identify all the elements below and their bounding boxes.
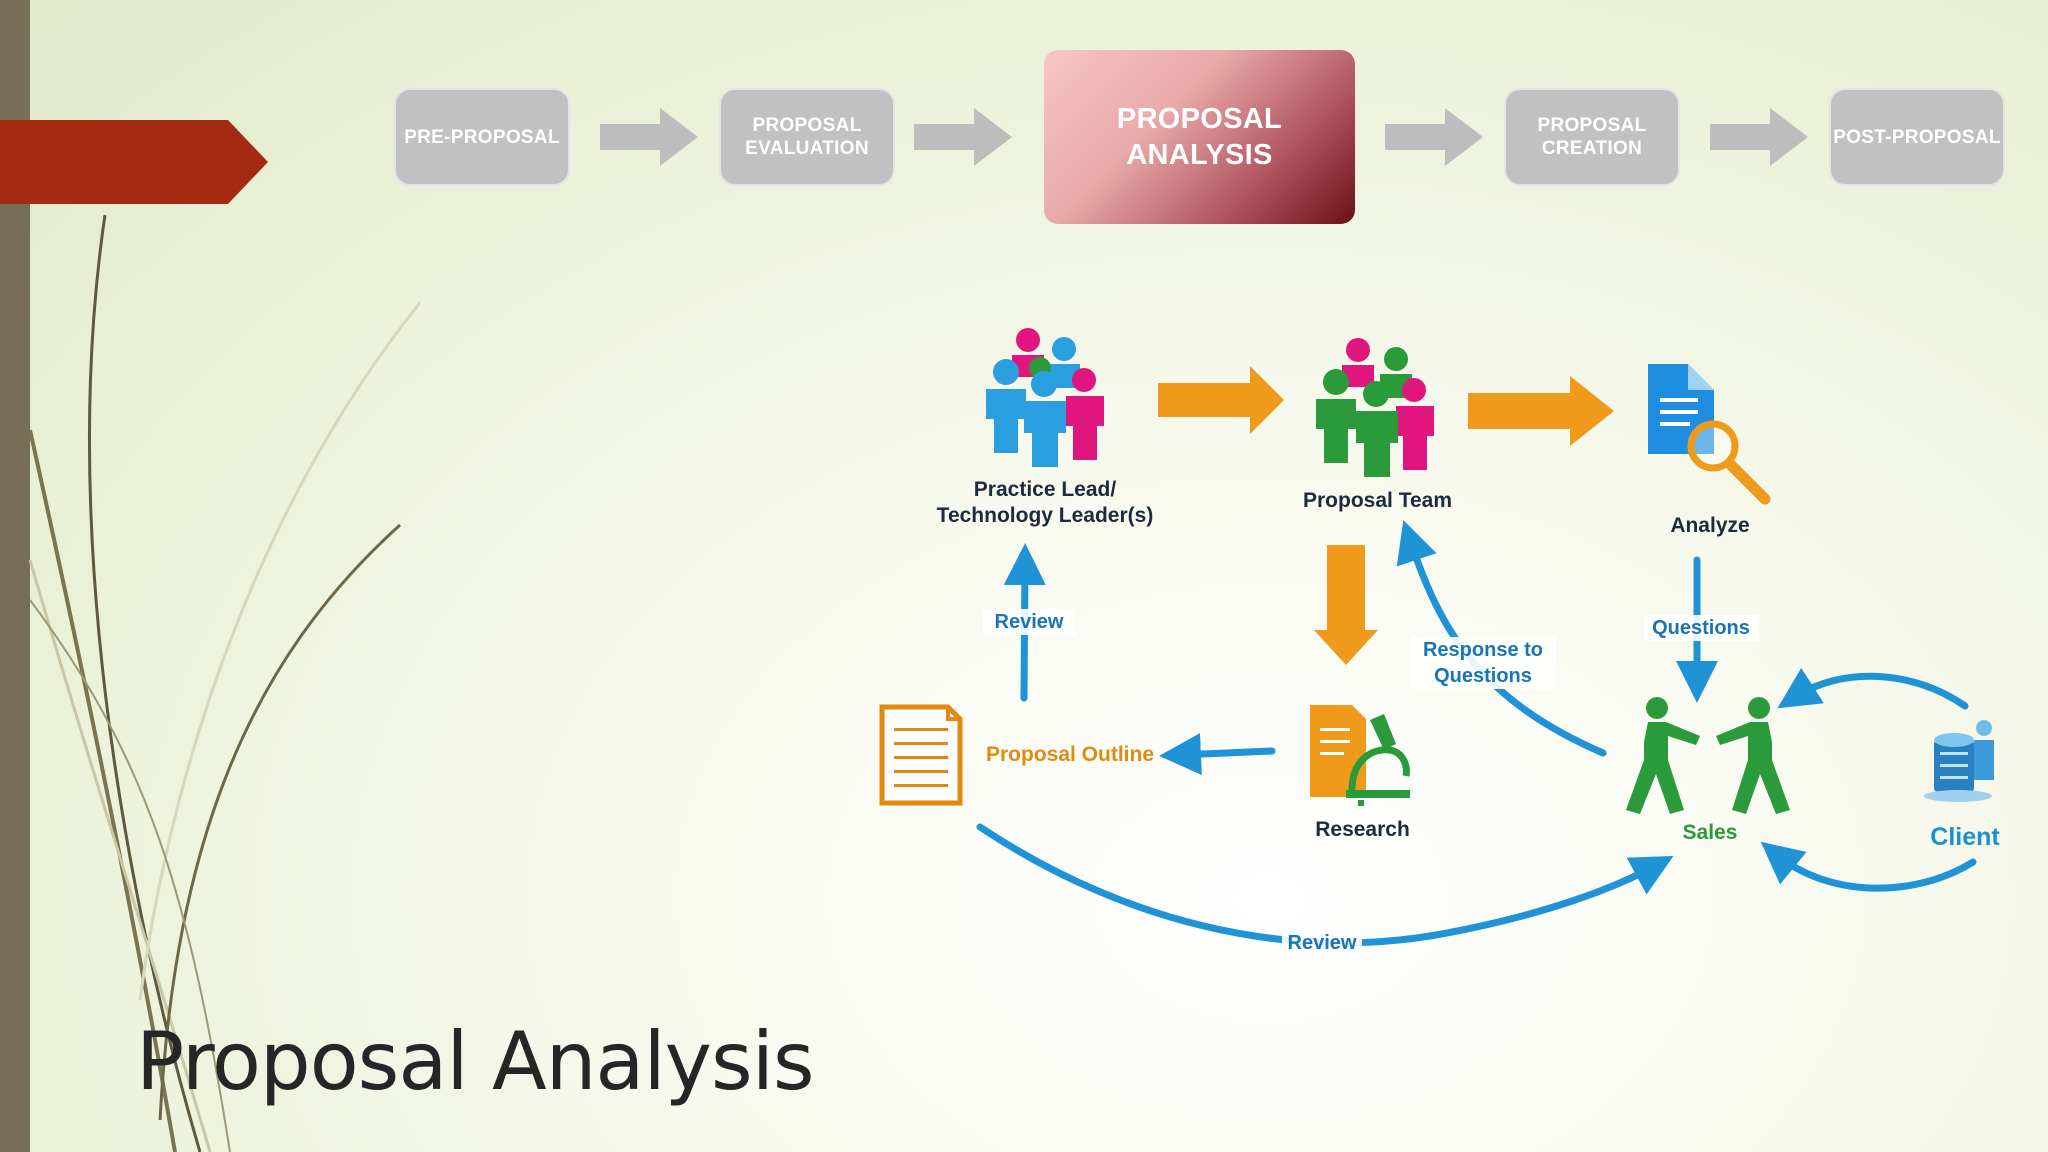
stage-pre-proposal[interactable]: PRE-PROPOSAL [394,88,570,186]
document-search-icon [1648,364,1771,505]
proposal-team-label: Proposal Team [1303,489,1452,512]
orange-arrow-team-to-research [1314,545,1378,665]
stage-label: PROPOSAL ANALYSIS [1116,103,1283,171]
orange-arrow-team-to-analyze [1468,376,1614,446]
stage-post-proposal[interactable]: POST-PROPOSAL [1829,88,2005,186]
stage-label: PROPOSAL EVALUATION [745,115,869,159]
handshake-people-icon [1626,697,1790,814]
document-icon [879,704,963,806]
blue-arrows [976,520,1977,947]
stage-label: PRE-PROPOSAL [404,126,560,148]
stage-label: POST-PROPOSAL [1833,126,2001,148]
questions-edge-label: Questions [1644,615,1758,641]
client-label: Client [1930,823,2000,851]
review-bottom-edge-label: Review [1282,930,1362,956]
client-building-icon [1924,720,1994,802]
decorative-swoosh [28,214,420,1152]
proposal-outline-label: Proposal Outline [985,743,1155,766]
sales-label: Sales [1682,821,1738,844]
stage-label: PROPOSAL CREATION [1537,115,1647,159]
response-edge-label: Response to Questions [1410,637,1556,689]
stage-proposal-creation[interactable]: PROPOSAL CREATION [1504,88,1680,186]
red-pointer-tab [0,120,268,204]
review-edge-label: Review [983,609,1075,635]
orange-arrow-lead-to-team [1158,366,1284,434]
stage-proposal-evaluation[interactable]: PROPOSAL EVALUATION [719,88,895,186]
stage-arrow [1385,108,1483,166]
people-group-icon [986,328,1104,467]
stage-arrow [600,108,698,166]
slide-title: Proposal Analysis [136,1015,815,1108]
practice-lead-label: Practice Lead/ Technology Leader(s) [936,478,1154,527]
stage-proposal-analysis[interactable]: PROPOSAL ANALYSIS [1044,50,1355,224]
analyze-label: Analyze [1670,514,1750,537]
research-label: Research [1315,818,1410,841]
stage-arrow [914,108,1012,166]
research-microscope-icon [1310,705,1410,806]
stage-arrow [1710,108,1808,166]
team-group-icon [1316,338,1434,477]
